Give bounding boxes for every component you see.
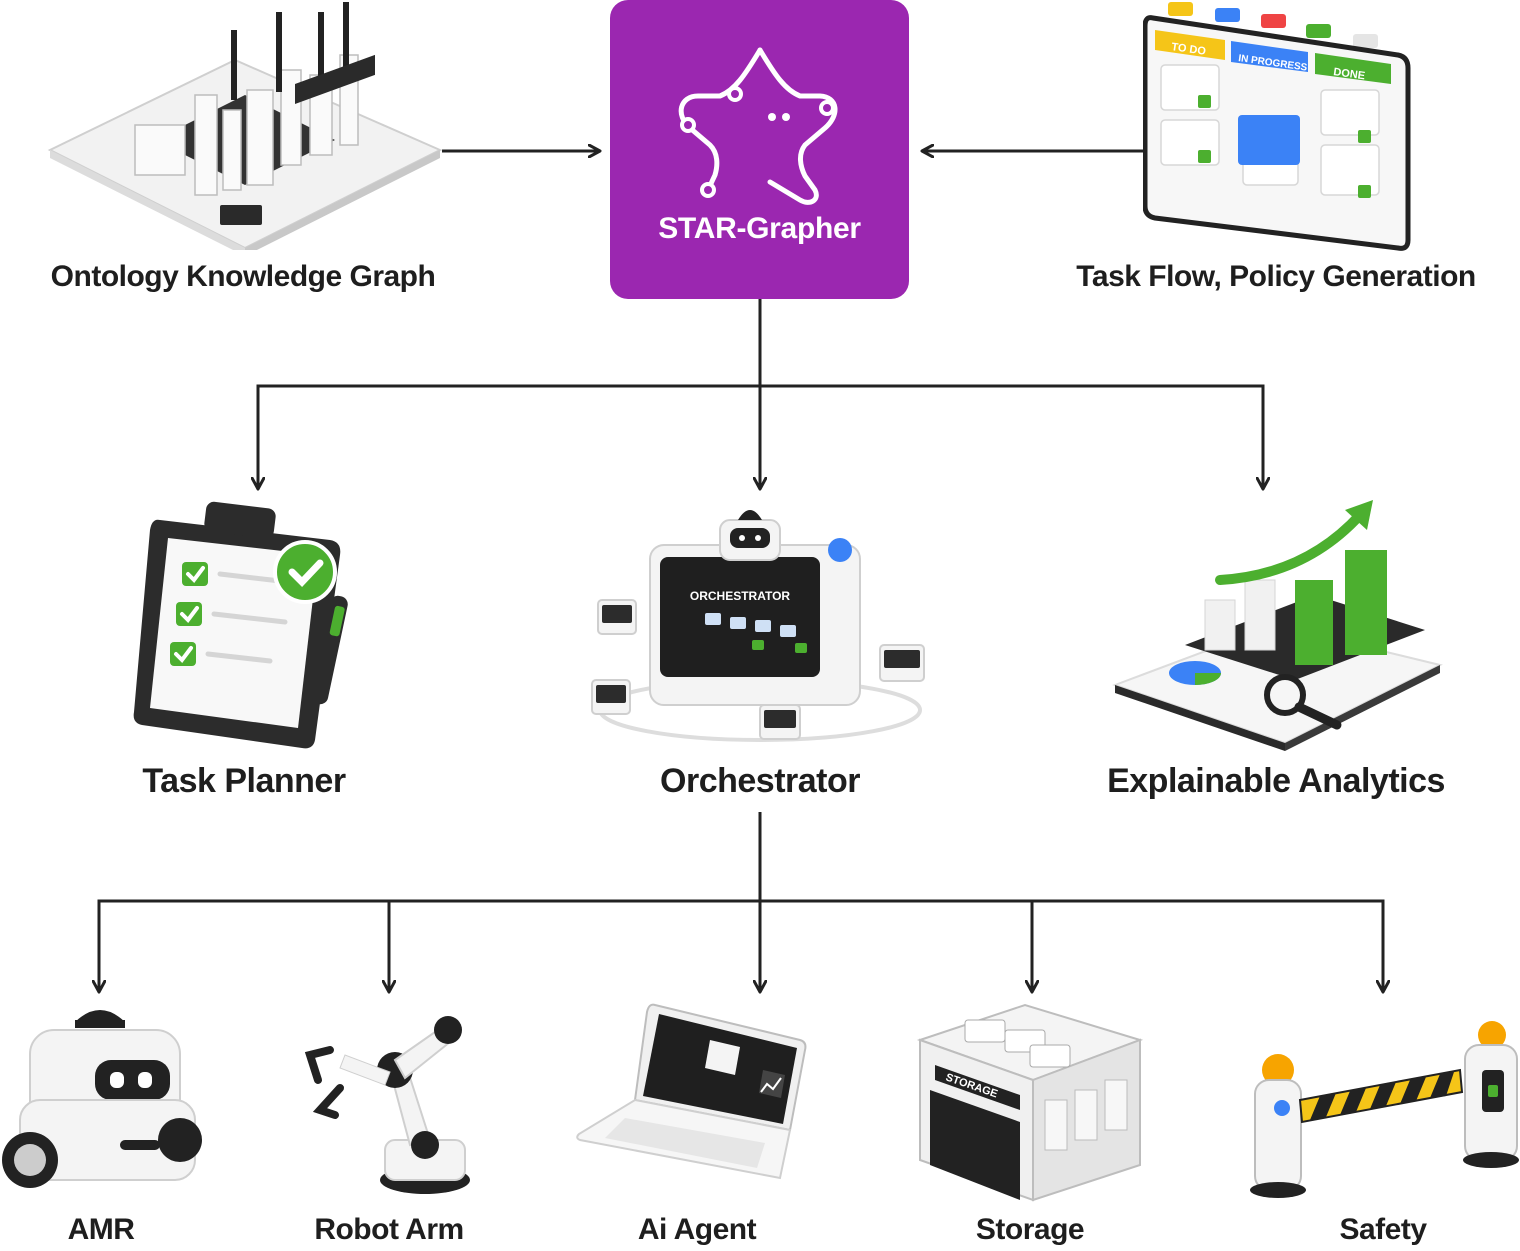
orchestrator-label: Orchestrator: [660, 762, 860, 800]
storage-unit-icon: STORAGE: [916, 1003, 1144, 1202]
arrow-orch-to-amr: [99, 899, 760, 992]
orchestrator-screen-title: ORCHESTRATOR: [690, 589, 791, 603]
amr-label: AMR: [67, 1213, 135, 1246]
robot-arm-icon: [304, 1016, 470, 1194]
arrow-hub-to-analytics: [760, 384, 1263, 489]
arrow-hub-to-planner: [258, 384, 760, 489]
laptop-icon: [576, 1003, 807, 1180]
growth-chart-icon: [1112, 500, 1443, 751]
safety-label: Safety: [1339, 1213, 1427, 1246]
storage-label: Storage: [975, 1213, 1085, 1246]
kg-label: Ontology Knowledge Graph: [50, 260, 436, 293]
kanban-col-todo: TO DO: [1171, 41, 1207, 58]
ai-agent-label: Ai Agent: [637, 1213, 757, 1246]
factory-isometric-icon: [47, 2, 443, 250]
orchestrator-server-icon: ORCHESTRATOR: [591, 510, 925, 742]
analytics-label: Explainable Analytics: [1107, 762, 1445, 800]
kanban-board-icon: TO DO IN PROGRESS DONE: [1143, 2, 1411, 251]
task-planner-label: Task Planner: [142, 762, 346, 800]
star-grapher-hub: STAR-Grapher: [610, 0, 909, 299]
amr-robot-icon: [2, 1010, 202, 1188]
star-graph-icon: [678, 47, 838, 205]
kanban-col-done: DONE: [1333, 66, 1366, 82]
safety-barrier-icon: [1250, 1021, 1519, 1198]
arrow-orch-to-safety: [760, 899, 1383, 992]
taskflow-label: Task Flow, Policy Generation: [1076, 260, 1476, 293]
robot-arm-label: Robot Arm: [314, 1213, 464, 1246]
hub-title: STAR-Grapher: [658, 212, 861, 245]
clipboard-checklist-icon: [133, 501, 348, 749]
